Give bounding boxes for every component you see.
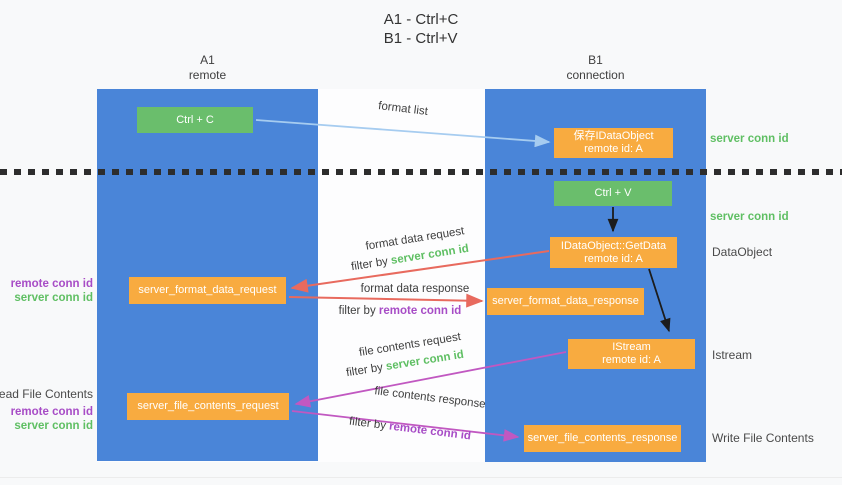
left-label-read-file-contents: Read File Contents [0, 387, 93, 401]
node-server-format-data-response-label: server_format_data_response [492, 295, 639, 307]
node-ctrl-v-label: Ctrl + V [594, 187, 632, 199]
column-a1-name: A1 [200, 53, 215, 67]
edge-label-format-data-response: format data response [360, 283, 470, 295]
node-server-file-contents-request-label: server_file_contents_request [137, 400, 279, 412]
node-ctrl-c-label: Ctrl + C [176, 113, 214, 126]
node-server-format-data-request-label: server_format_data_request [138, 284, 277, 296]
node-save-idataobject-line2: remote id: A [584, 143, 643, 155]
session-divider-dotted-line [0, 169, 842, 175]
node-getdata-line2: remote id: A [584, 252, 643, 265]
remote-conn-id-highlight: remote conn id [378, 305, 462, 317]
edge-label-filter-by-remote-conn-id-1: filter by remote conn id [335, 305, 465, 317]
column-b1-subtitle: connection [566, 68, 625, 82]
filter-by-prefix: filter by [338, 305, 379, 317]
left-label-server-conn-id-1: server conn id [14, 292, 93, 304]
diagram-title-text: A1 - Ctrl+C B1 - Ctrl+V [384, 10, 459, 48]
bottom-hairline [0, 477, 842, 478]
right-label-dataobject: DataObject [712, 245, 773, 259]
node-server-file-contents-response-label: server_file_contents_response [527, 432, 678, 444]
left-label-remote-conn-id-2: remote conn id [10, 406, 93, 418]
right-label-write-file-contents: Write File Contents [712, 431, 814, 445]
diagram-title: A1 - Ctrl+C B1 - Ctrl+V [0, 10, 842, 48]
node-save-idataobject: 保存IDataObject remote id: A [554, 128, 673, 158]
right-label-server-conn-id-top: server conn id [710, 133, 789, 145]
node-server-file-contents-response: server_file_contents_response [524, 425, 681, 452]
title-line-b1: B1 - Ctrl+V [383, 30, 458, 47]
node-ctrl-v: Ctrl + V [554, 181, 672, 206]
right-label-istream: Istream [712, 348, 753, 362]
node-server-format-data-response: server_format_data_response [487, 288, 644, 315]
right-label-server-conn-id-mid: server conn id [710, 211, 789, 223]
column-header-a1: A1 remote [97, 53, 318, 83]
column-a1-subtitle: remote [188, 68, 227, 82]
node-server-file-contents-request: server_file_contents_request [127, 393, 289, 420]
node-getdata-line1: IDataObject::GetData [560, 239, 667, 252]
node-save-idataobject-line1: 保存IDataObject [573, 130, 654, 142]
node-istream-line1: IStream [612, 341, 651, 353]
node-idataobject-getdata: IDataObject::GetData remote id: A [550, 237, 677, 268]
node-ctrl-c: Ctrl + C [137, 107, 253, 133]
left-label-remote-conn-id-1: remote conn id [10, 278, 93, 290]
node-istream-line2: remote id: A [602, 354, 661, 366]
left-label-server-conn-id-2: server conn id [14, 420, 93, 432]
node-istream: IStream remote id: A [568, 339, 695, 369]
column-b1-name: B1 [588, 53, 603, 67]
title-line-a1: A1 - Ctrl+C [383, 11, 459, 28]
node-server-format-data-request: server_format_data_request [129, 277, 286, 304]
column-header-b1: B1 connection [485, 53, 706, 83]
